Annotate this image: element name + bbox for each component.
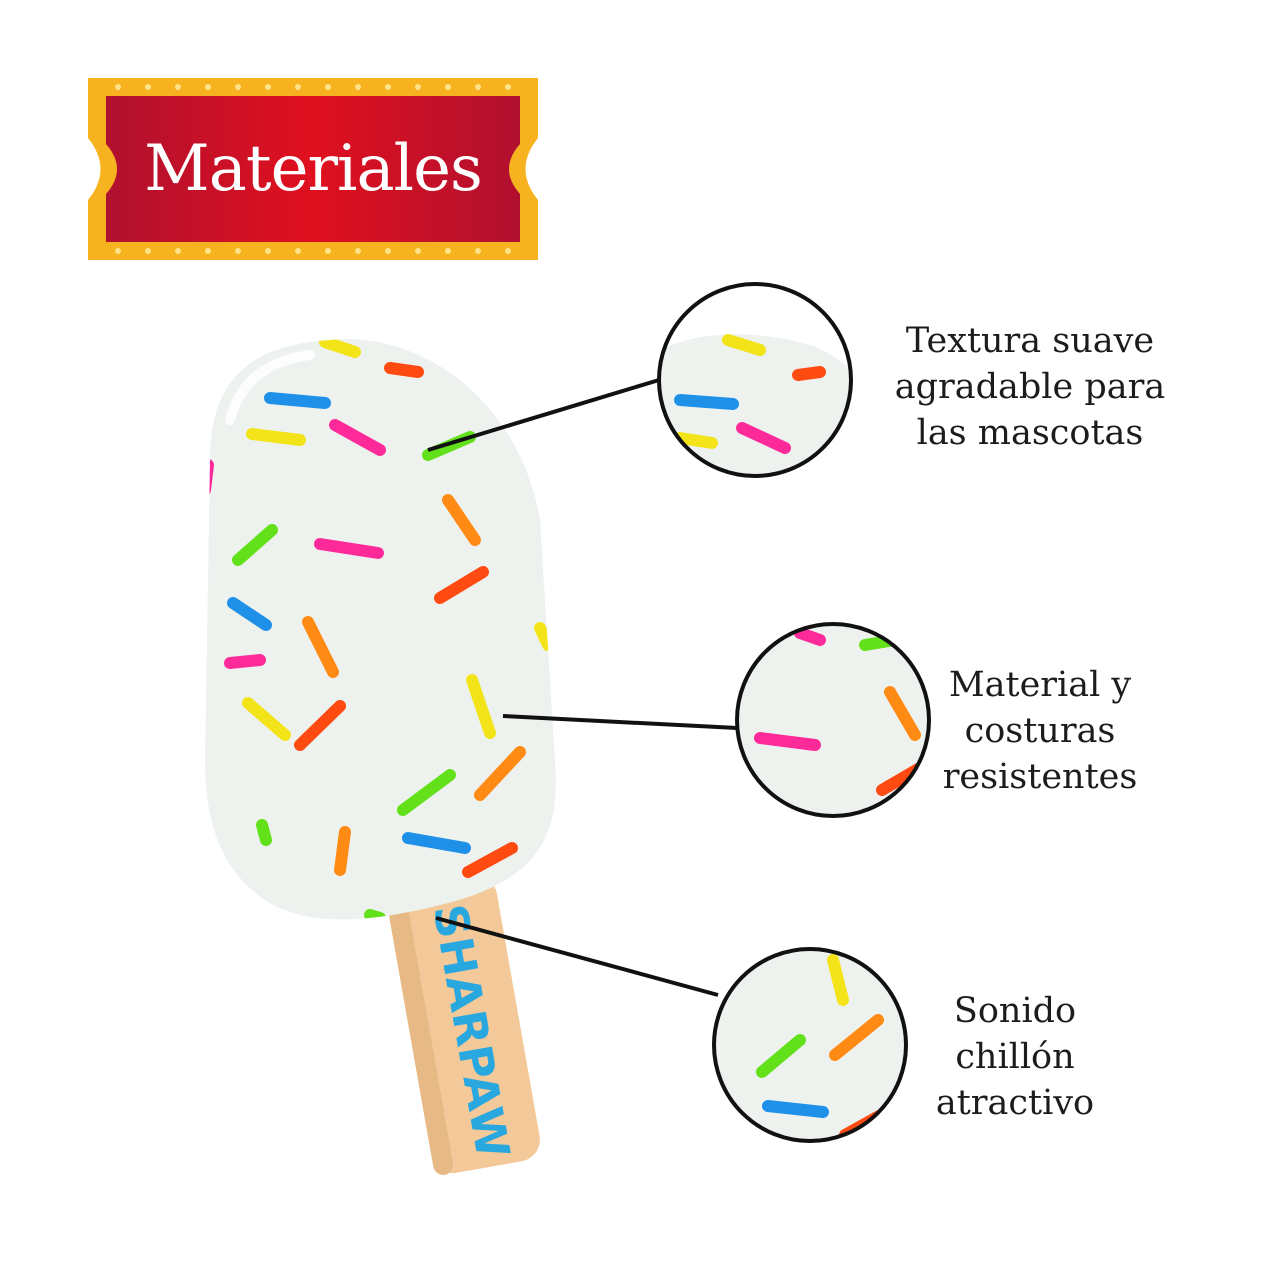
callout-line-1: [427, 378, 660, 452]
popsicle-stick: SHARPAW: [386, 875, 540, 1175]
feature-label-texture: Textura suave agradable para las mascota…: [894, 321, 1166, 453]
banner-fill: [106, 96, 520, 242]
feature-label-sound: Sonido chillón atractivo: [935, 991, 1095, 1123]
zoom-circle-texture: [657, 282, 853, 478]
callout-line-2: [502, 714, 738, 730]
feature-label-material: Material y costuras resistentes: [942, 665, 1138, 797]
popsicle-body: [205, 339, 556, 920]
page-title: Materiales: [144, 132, 483, 206]
zoom-circle-material: [735, 622, 931, 818]
title-banner: [88, 78, 538, 260]
zoom-circle-sound: [712, 947, 908, 1143]
callout-line-3: [435, 916, 719, 997]
